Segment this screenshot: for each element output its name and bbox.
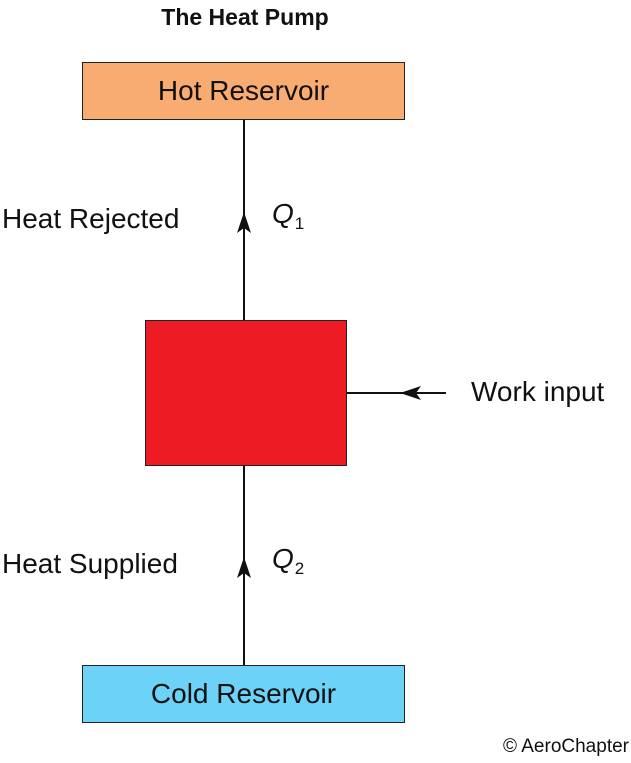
heat-supplied-label: Heat Supplied [2, 548, 178, 579]
q1-symbol: Q1 [272, 198, 304, 234]
up-arrow-q2 [237, 557, 251, 578]
cold-reservoir-box: Cold Reservoir [82, 665, 405, 723]
up-arrow-q1 [237, 212, 251, 233]
diagram-title: The Heat Pump [161, 4, 329, 30]
cold-reservoir-label: Cold Reservoir [150, 678, 337, 709]
q1-letter: Q [272, 198, 294, 229]
heat-pump-engine-box [145, 320, 347, 466]
hot-reservoir-label: Hot Reservoir [157, 75, 330, 106]
copyright-text: © AeroChapter [503, 736, 629, 757]
q2-subscript: 2 [294, 559, 305, 578]
q2-symbol: Q2 [272, 543, 304, 579]
heat-rejected-label: Heat Rejected [2, 203, 180, 234]
q2-letter: Q [272, 543, 294, 574]
work-input-label: Work input [471, 376, 605, 407]
q1-subscript: 1 [294, 214, 305, 233]
hot-reservoir-box: Hot Reservoir [82, 62, 405, 120]
left-arrow-work [400, 386, 421, 400]
